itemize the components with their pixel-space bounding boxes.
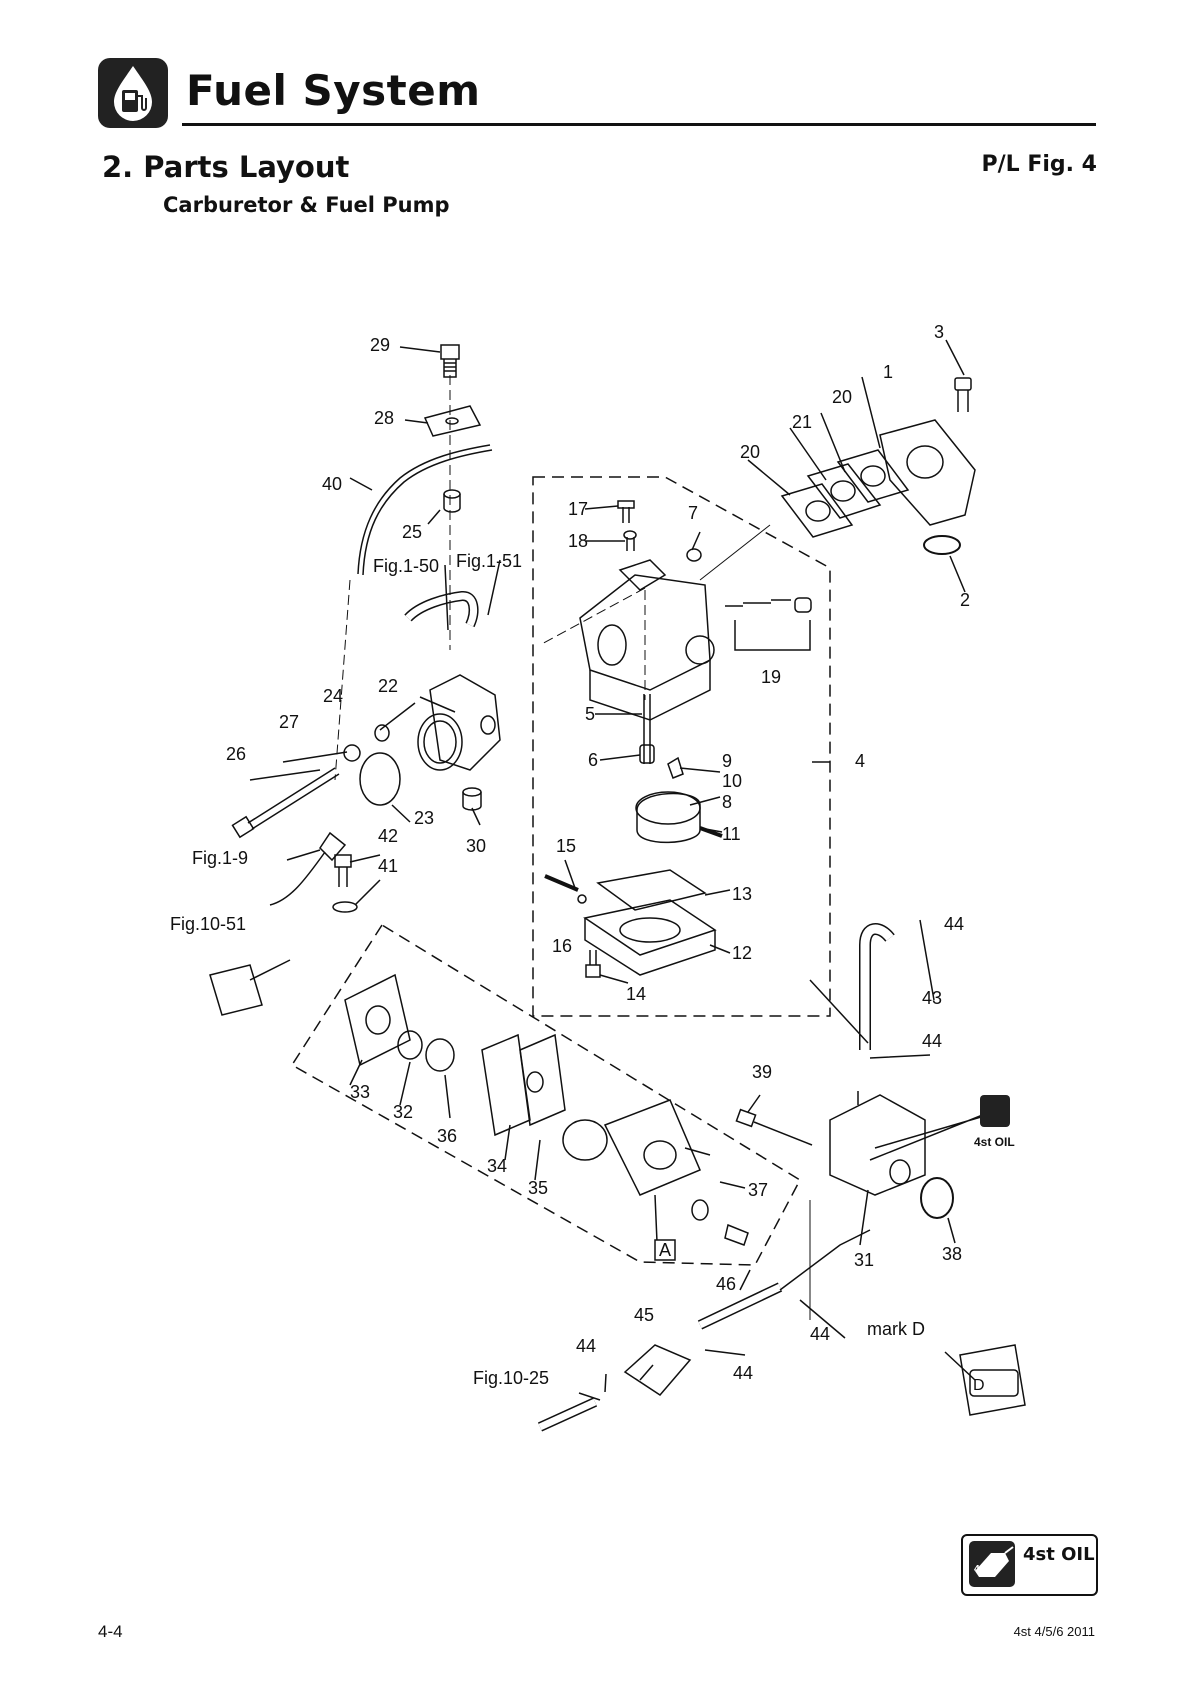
callout-22: 22 xyxy=(378,676,398,696)
callout-26: 26 xyxy=(226,744,246,764)
callout-33: 33 xyxy=(350,1082,370,1102)
callout-27: 27 xyxy=(279,712,299,732)
oil-badge: 4st 4st OIL xyxy=(961,1534,1098,1596)
callout-42: 42 xyxy=(378,826,398,846)
callout-17: 17 xyxy=(568,499,588,519)
diagram-linework xyxy=(209,339,1026,1432)
section-title: 2. Parts Layout xyxy=(102,150,350,184)
callout-20-upper: 20 xyxy=(832,387,852,407)
section-subtitle: Carburetor & Fuel Pump xyxy=(163,193,450,217)
oil-badge-label: 4st OIL xyxy=(1023,1544,1095,1565)
page-number: 4-4 xyxy=(98,1622,123,1641)
callout-30: 30 xyxy=(466,836,486,856)
callout-44-left: 44 xyxy=(576,1336,596,1356)
callout-mark-d: mark D xyxy=(867,1319,925,1339)
callout-1: 1 xyxy=(883,362,893,382)
callout-4st-oil-small: 4st OIL xyxy=(974,1135,1015,1149)
callout-12: 12 xyxy=(732,943,752,963)
callout-39: 39 xyxy=(752,1062,772,1082)
callout-28: 28 xyxy=(374,408,394,428)
callout-44-right: 44 xyxy=(810,1324,830,1344)
header-divider xyxy=(182,123,1096,126)
callout-20-lower: 20 xyxy=(740,442,760,462)
callout-29: 29 xyxy=(370,335,390,355)
figure-reference: P/L Fig. 4 xyxy=(981,152,1097,177)
callout-44-bottom: 44 xyxy=(733,1363,753,1383)
callout-6: 6 xyxy=(588,750,598,770)
callout-16: 16 xyxy=(552,936,572,956)
callout-25: 25 xyxy=(402,522,422,542)
callout-5: 5 xyxy=(585,704,595,724)
callout-19: 19 xyxy=(761,667,781,687)
callout-2: 2 xyxy=(960,590,970,610)
callout-9: 9 xyxy=(722,751,732,771)
oil-badge-small-label: 4st xyxy=(974,1564,989,1575)
callout-23: 23 xyxy=(414,808,434,828)
callout-13: 13 xyxy=(732,884,752,904)
fuel-pump-icon xyxy=(98,58,168,128)
callout-fig-10-51: Fig.10-51 xyxy=(170,914,246,934)
callout-24: 24 xyxy=(323,686,343,706)
callout-10: 10 xyxy=(722,771,742,791)
callout-7: 7 xyxy=(688,503,698,523)
footer-code: 4st 4/5/6 2011 xyxy=(1013,1624,1095,1639)
callout-fig-1-51: Fig.1-51 xyxy=(456,551,522,571)
callout-40: 40 xyxy=(322,474,342,494)
callout-36: 36 xyxy=(437,1126,457,1146)
callout-32: 32 xyxy=(393,1102,413,1122)
callout-45: 45 xyxy=(634,1305,654,1325)
callout-43: 43 xyxy=(922,988,942,1008)
oil-can-icon xyxy=(969,1541,1015,1587)
callout-46: 46 xyxy=(716,1274,736,1294)
callout-4: 4 xyxy=(855,751,865,771)
callout-fig-1-9: Fig.1-9 xyxy=(192,848,248,868)
callout-fig-1-50: Fig.1-50 xyxy=(373,556,439,576)
callout-14: 14 xyxy=(626,984,646,1004)
mark-d-letter: D xyxy=(973,1377,985,1394)
callout-8: 8 xyxy=(722,792,732,812)
callout-44-top: 44 xyxy=(944,914,964,934)
callout-34: 34 xyxy=(487,1156,507,1176)
callout-box-a: A xyxy=(659,1240,671,1260)
callout-21: 21 xyxy=(792,412,812,432)
callout-15: 15 xyxy=(556,836,576,856)
callout-35: 35 xyxy=(528,1178,548,1198)
callout-41: 41 xyxy=(378,856,398,876)
callout-3: 3 xyxy=(934,322,944,342)
callout-37: 37 xyxy=(748,1180,768,1200)
page-title: Fuel System xyxy=(186,66,481,115)
callout-31: 31 xyxy=(854,1250,874,1270)
callout-11: 11 xyxy=(722,824,741,844)
callout-44-mid: 44 xyxy=(922,1031,942,1051)
callout-18: 18 xyxy=(568,531,588,551)
oil-can-icon xyxy=(980,1095,1010,1127)
callout-fig-10-25: Fig.10-25 xyxy=(473,1368,549,1388)
callout-38: 38 xyxy=(942,1244,962,1264)
